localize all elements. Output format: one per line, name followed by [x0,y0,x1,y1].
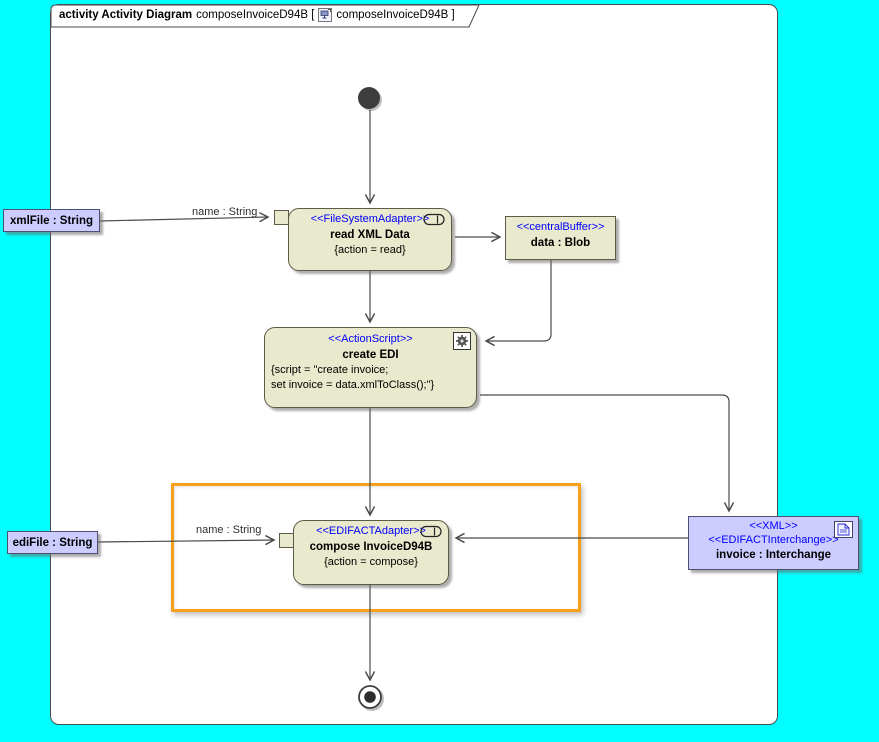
action-compose-invoice[interactable]: <<EDIFACTAdapter>> compose InvoiceD94B {… [293,520,449,585]
stereotype-label: <<ActionScript>> [328,333,413,345]
xml-document-icon [834,521,853,538]
activity-parameter-edifile[interactable]: ediFile : String [7,531,98,554]
central-buffer-node[interactable]: <<centralBuffer>> data : Blob [505,216,616,260]
input-pin-name[interactable] [274,210,289,225]
input-pin-name[interactable] [279,533,294,548]
frame-title-keyword: activity Activity Diagram [59,9,193,21]
frame-title-tab[interactable] [50,4,484,28]
frame-title-tab-shape[interactable] [50,4,480,28]
selection-highlight [171,483,581,612]
action-constraint: {action = compose} [324,556,418,568]
stereotype-label: <<centralBuffer>> [516,221,605,233]
activity-diagram-icon [318,8,333,22]
action-constraint-line2: set invoice = data.xmlToClass();"} [271,379,435,391]
adapter-action-icon [420,525,442,538]
stereotype-label: <<EDIFACTAdapter>> [316,525,426,537]
frame-title: activity Activity Diagram composeInvoice… [59,8,455,22]
pin-edge-label[interactable]: name : String [192,206,258,218]
parameter-label: xmlFile : String [9,214,94,227]
stereotype-label: <<EDIFACTInterchange>> [708,534,839,546]
action-create-edi[interactable]: <<ActionScript>> create EDI {script = "c… [264,327,477,408]
activity-parameter-xmlfile[interactable]: xmlFile : String [3,209,100,232]
adapter-action-icon [423,213,445,226]
parameter-label: ediFile : String [12,536,93,549]
action-name: read XML Data [330,229,410,241]
stereotype-label: <<XML>> [749,520,798,532]
action-name: compose InvoiceD94B [309,541,433,553]
frame-title-ref: composeInvoiceD94B ] [336,9,455,21]
invoice-interchange-node[interactable]: <<XML>> <<EDIFACTInterchange>> invoice :… [688,516,859,570]
action-constraint: {action = read} [334,244,406,256]
pin-edge-label[interactable]: name : String [196,524,262,536]
object-name: invoice : Interchange [715,549,832,561]
object-name: data : Blob [530,237,591,249]
action-constraint-line1: {script = "create invoice; [271,364,389,376]
stereotype-label: <<FileSystemAdapter>> [310,213,430,225]
script-gear-icon [453,332,471,350]
frame-title-instance: composeInvoiceD94B [ [196,9,315,21]
action-name: create EDI [342,349,399,361]
action-read-xml-data[interactable]: <<FileSystemAdapter>> read XML Data {act… [288,208,452,271]
